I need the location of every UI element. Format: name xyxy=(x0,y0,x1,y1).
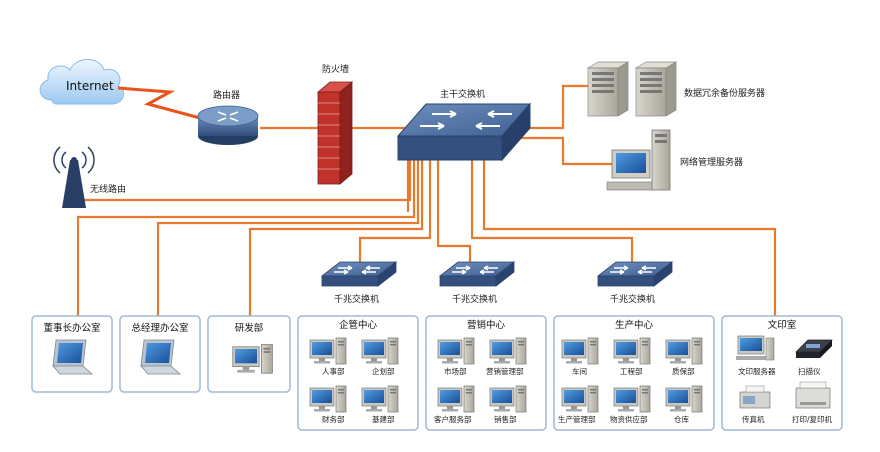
center-production: 生产中心 车间 工程部 质保部 生产管理部 物资供应部 仓库 xyxy=(553,315,715,431)
cables xyxy=(76,84,777,318)
office-gm-label: 总经理办公室 xyxy=(131,322,188,334)
office-rnd-label: 研发部 xyxy=(235,322,264,334)
dept-label: 质保部 xyxy=(672,366,695,376)
dept-label: 基建部 xyxy=(372,414,395,424)
gigabit-switch-production: 千兆交换机 xyxy=(597,261,673,305)
wifi-waves-icon xyxy=(53,146,95,174)
center-admin: 企管中心 人事部 企划部 财务部 基建部 xyxy=(297,315,419,431)
print-item-label: 扫描仪 xyxy=(798,366,821,376)
firewall: 防火墙 xyxy=(316,63,354,185)
router: 路由器 xyxy=(197,89,259,145)
gigabit-switch-label: 千兆交换机 xyxy=(452,293,497,305)
wireless-router: 无线路由 xyxy=(53,146,126,208)
firewall-label: 防火墙 xyxy=(322,63,349,75)
fax-icon xyxy=(739,385,771,409)
print-room: 文印室 文印服务器 扫描仪 传真机 打印/复印机 xyxy=(721,315,843,431)
dept-label: 财务部 xyxy=(322,414,345,424)
center-admin-title: 企管中心 xyxy=(339,319,378,331)
center-sales-title: 营销中心 xyxy=(467,319,506,331)
office-chairman: 董事长办公室 xyxy=(31,315,113,393)
print-server-icon xyxy=(736,335,775,361)
office-gm: 总经理办公室 xyxy=(119,315,201,393)
mgmt-server-label: 网络管理服务器 xyxy=(680,156,743,168)
core-switch-label: 主干交换机 xyxy=(440,88,485,100)
center-production-title: 生产中心 xyxy=(615,319,654,331)
dept-label: 营销管理部 xyxy=(486,366,524,376)
dept-label: 生产管理部 xyxy=(558,414,596,424)
switch-arrows-icon xyxy=(420,110,512,130)
dept-label: 客户服务部 xyxy=(434,414,472,424)
print-item-label: 传真机 xyxy=(742,414,765,424)
office-chairman-label: 董事长办公室 xyxy=(43,322,100,334)
center-sales: 营销中心 市场部 营销管理部 客户服务部 销售部 xyxy=(425,315,547,431)
print-item-label: 文印服务器 xyxy=(738,366,776,376)
core-switch: 主干交换机 xyxy=(396,88,532,162)
dept-label: 工程部 xyxy=(620,366,643,376)
wireless-router-label: 无线路由 xyxy=(90,183,126,195)
gigabit-switch-sales: 千兆交换机 xyxy=(439,261,515,305)
router-label: 路由器 xyxy=(213,89,240,101)
print-room-title: 文印室 xyxy=(768,319,797,331)
gigabit-switch-label: 千兆交换机 xyxy=(610,293,655,305)
dept-label: 企划部 xyxy=(372,366,395,376)
dept-label: 车间 xyxy=(572,366,587,376)
router-arrows-icon xyxy=(217,111,239,122)
lightning-link xyxy=(117,86,201,120)
print-item-label: 打印/复印机 xyxy=(792,414,833,424)
internet-cloud: Internet xyxy=(39,59,125,105)
gigabit-switch-admin: 千兆交换机 xyxy=(321,261,397,305)
mgmt-server: 网络管理服务器 xyxy=(606,129,743,191)
printer-icon xyxy=(795,381,831,409)
dept-label: 市场部 xyxy=(444,366,467,376)
backup-server-label: 数据冗余备份服务器 xyxy=(684,87,765,99)
backup-servers: 数据冗余备份服务器 xyxy=(587,61,765,117)
internet-label: Internet xyxy=(66,79,114,93)
gigabit-switch-label: 千兆交换机 xyxy=(334,293,379,305)
scanner-icon xyxy=(795,339,833,358)
dept-label: 人事部 xyxy=(322,366,345,376)
dept-label: 销售部 xyxy=(494,414,517,424)
dept-label: 仓库 xyxy=(674,414,689,424)
office-rnd: 研发部 xyxy=(207,315,291,393)
dept-label: 物资供应部 xyxy=(610,414,648,424)
